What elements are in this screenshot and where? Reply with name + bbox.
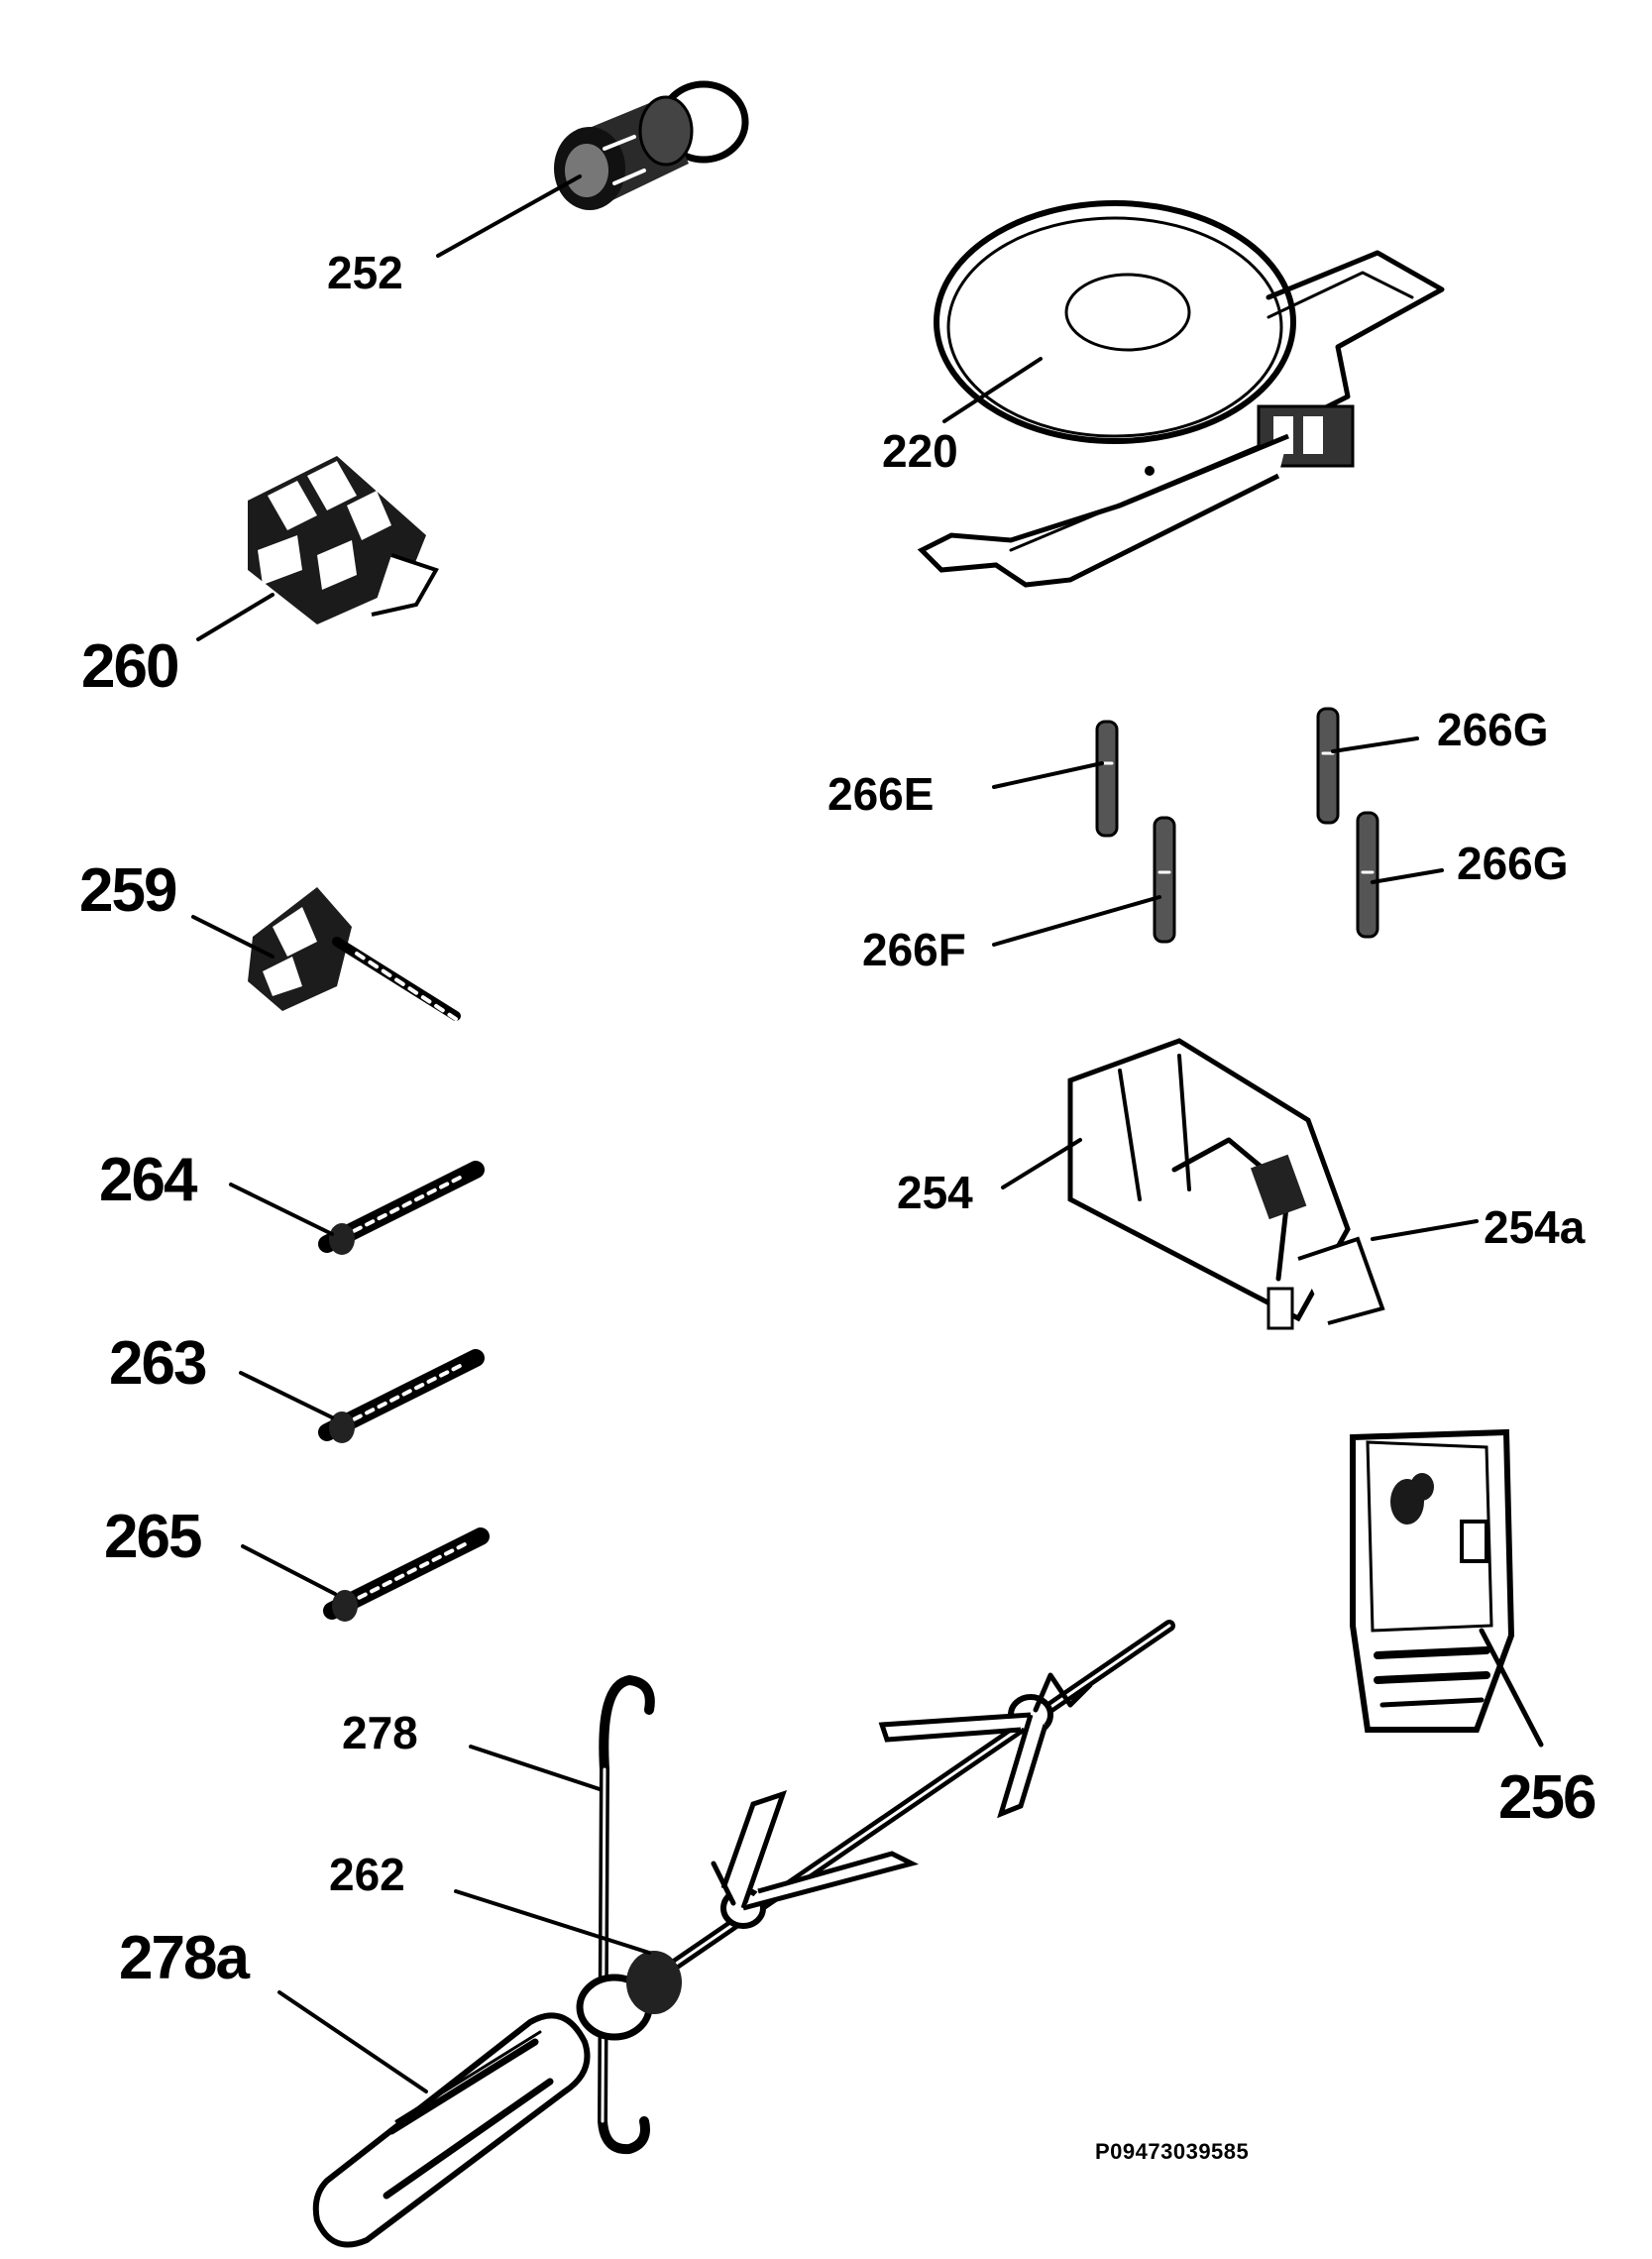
part-260-terminal-block <box>248 456 439 624</box>
label-262: 262 <box>329 1849 405 1900</box>
label-264: 264 <box>99 1146 197 1214</box>
label-260: 260 <box>81 632 179 701</box>
leader-259 <box>191 915 275 959</box>
part-220-hot-plate <box>917 200 1445 588</box>
label-266e: 266E <box>827 768 935 820</box>
label-263: 263 <box>109 1329 207 1398</box>
label-266g-2: 266G <box>1457 838 1569 889</box>
leader-266g-1 <box>1331 736 1419 753</box>
leader-265 <box>241 1544 337 1596</box>
part-259-thermostat <box>248 887 461 1021</box>
leader-278a <box>277 1990 428 2093</box>
part-256-switch-box <box>1350 1428 1515 1733</box>
leader-262 <box>454 1889 651 1955</box>
leader-252 <box>436 174 582 258</box>
part-266-rods <box>1095 707 1379 944</box>
part-278a-handle <box>312 2012 591 2248</box>
label-278: 278 <box>342 1707 418 1758</box>
label-256: 256 <box>1498 1763 1597 1832</box>
leader-266g-2 <box>1371 868 1444 884</box>
label-254: 254 <box>897 1167 973 1218</box>
part-263-screw <box>318 1349 485 1443</box>
part-264-screw <box>318 1161 485 1255</box>
part-265-screw <box>323 1527 490 1622</box>
label-252: 252 <box>327 247 403 298</box>
leader-263 <box>239 1371 334 1419</box>
leader-266f <box>992 895 1161 947</box>
leader-260 <box>196 593 275 641</box>
drawing-code: P09473039585 <box>1095 2139 1250 2164</box>
leader-254a <box>1371 1219 1479 1241</box>
label-259: 259 <box>79 856 177 925</box>
leader-278 <box>469 1745 602 1791</box>
label-278a: 278a <box>119 1924 250 1992</box>
leader-256 <box>1479 1628 1544 1748</box>
label-254a: 254a <box>1484 1201 1586 1253</box>
leader-266e <box>992 761 1104 789</box>
label-265: 265 <box>104 1503 202 1571</box>
leader-264 <box>229 1183 334 1236</box>
part-252-lamp-holder <box>554 80 749 210</box>
leader-254 <box>1001 1138 1082 1189</box>
part-254-ignition-unit <box>1067 1038 1385 1330</box>
part-262-rotisserie-spit <box>576 1620 1175 2041</box>
label-266g-1: 266G <box>1437 704 1549 755</box>
part-278-hook <box>598 1675 655 2155</box>
leader-220 <box>942 357 1043 423</box>
label-266f: 266F <box>862 924 966 975</box>
label-220: 220 <box>882 425 958 477</box>
